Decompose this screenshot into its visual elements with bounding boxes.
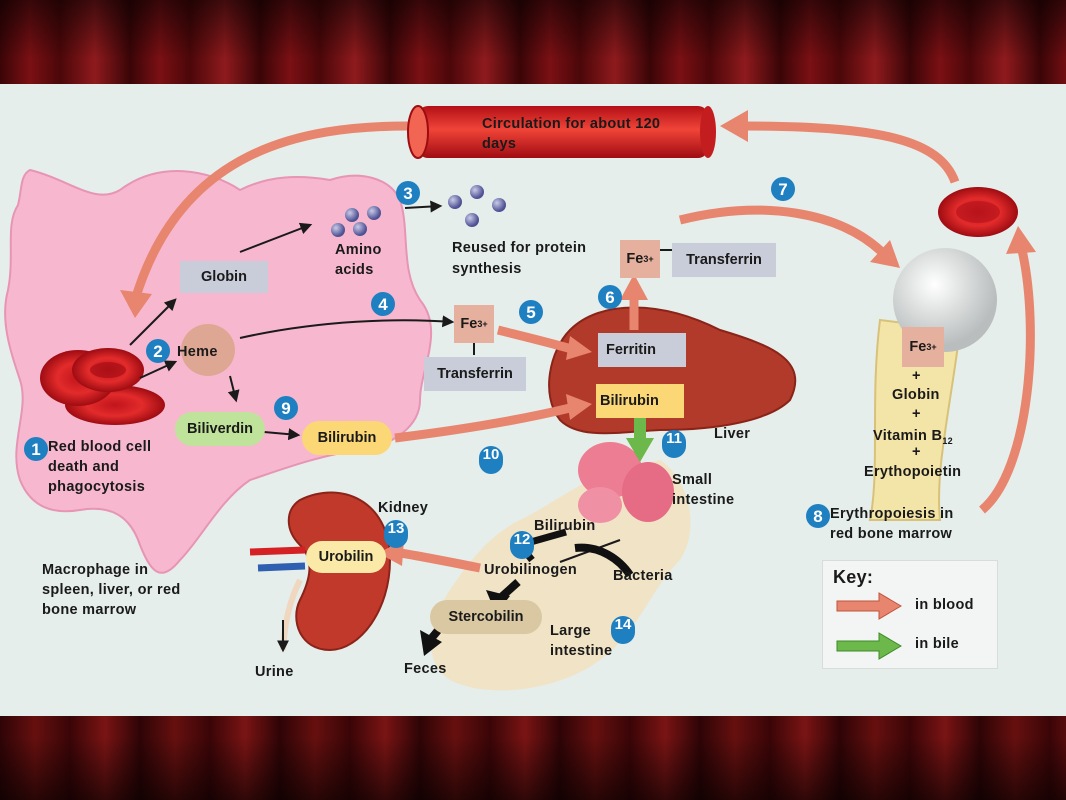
arrow-marrow-to-rbc [978,249,1035,514]
step-badge-11: 11 [662,430,686,458]
vitamin-sub: 12 [942,435,953,446]
macrophage-label: Macrophage in spleen, liver, or red bone… [42,562,181,618]
urobilin-pill: Urobilin [306,541,386,573]
transferrin-box-1: Transferrin [424,357,526,391]
bilirubin-label-2: Bilirubin [600,393,659,409]
step-badge-1: 1 [24,437,48,461]
ferritin-box: Ferritin [598,333,686,367]
large-intestine-label: Large intestine [550,623,613,659]
globin-label: Globin [201,269,247,285]
plus-1: + [912,368,921,384]
fe-label-3: Fe [909,339,927,355]
key-in-blood-label: in blood [915,597,974,613]
step-badge-10: 10 [479,446,503,474]
legend-key: Key: in blood in bile [822,560,998,669]
erythropoiesis-label: Erythropoiesis in red bone marrow [830,506,954,542]
fe-charge-3: 3+ [926,342,937,352]
bilirubin-pill-macrophage: Bilirubin [302,421,392,455]
blood-vessel-tube [418,106,708,158]
step-badge-2: 2 [146,339,170,363]
bone-head [893,248,997,352]
heme-circle [181,324,235,376]
fe-charge-2: 3+ [643,254,654,264]
key-title: Key: [833,567,874,587]
bile-arrow-icon [836,632,902,660]
return-arrow-to-macrophage [130,121,409,302]
step-badge-12: 12 [510,531,534,559]
key-in-bile-label: in bile [915,636,959,652]
plus-3: + [912,444,921,460]
transferrin-box-2: Transferrin [672,243,776,277]
blood-arrow-icon [836,592,902,620]
transferrin-label-2: Transferrin [686,252,762,268]
urobilinogen-label: Urobilinogen [484,562,578,578]
step-badge-5: 5 [519,300,543,324]
bacteria-label: Bacteria [613,568,673,584]
kidney-label: Kidney [378,500,429,516]
arrow-transferrin-to-marrow [678,205,889,259]
bilirubin-label-3: Bilirubin [534,518,596,534]
small-intestine-label: Small intestine [672,472,735,508]
rbc-death-label: Red blood cell death and phagocytosis [48,439,152,495]
vitamin-b12-label: Vitamin B12 [873,426,953,451]
biliverdin-pill: Biliverdin [175,412,265,446]
step-badge-4: 4 [371,292,395,316]
urobilin-label: Urobilin [318,549,374,565]
vitamin-text: Vitamin B [873,428,943,444]
bilirubin-label-1: Bilirubin [317,430,377,446]
fe-label-2: Fe [626,251,644,267]
stercobilin-label: Stercobilin [448,609,524,625]
bone-marrow-bone [868,318,962,521]
step-badge-7: 7 [771,177,795,201]
feces-label: Feces [404,661,447,677]
circulation-label: Circulation for about 120 days [482,116,661,152]
step-badge-13: 13 [384,520,408,548]
urine-label: Urine [255,664,294,680]
biliverdin-label: Biliverdin [186,421,254,437]
arrow-to-circulation [744,121,960,184]
liver-label: Liver [714,426,751,442]
step-badge-3: 3 [396,181,420,205]
reused-label: Reused for protein synthesis [452,240,587,277]
step-badge-14: 14 [611,616,635,644]
plus-2: + [912,406,921,422]
transferrin-label-1: Transferrin [437,366,513,382]
bottom-curtain-banner [0,716,1066,800]
erythropoietin-label: Erythopoietin [864,464,962,480]
step-badge-6: 6 [598,285,622,309]
amino-acids-label: Amino acids [335,242,382,278]
bilirubin-box-liver: Bilirubin [596,384,684,418]
stercobilin-pill: Stercobilin [430,600,542,634]
ferritin-label: Ferritin [606,342,656,358]
globin-box: Globin [180,261,268,293]
globin-marrow-label: Globin [892,387,940,403]
amino-acid-dots [331,185,506,237]
top-curtain-banner [0,0,1066,84]
step-badge-9: 9 [274,396,298,420]
step-badge-8: 8 [806,504,830,528]
heme-label: Heme [177,344,218,360]
fe-label-1: Fe [460,316,478,332]
fe-charge-1: 3+ [477,319,488,329]
